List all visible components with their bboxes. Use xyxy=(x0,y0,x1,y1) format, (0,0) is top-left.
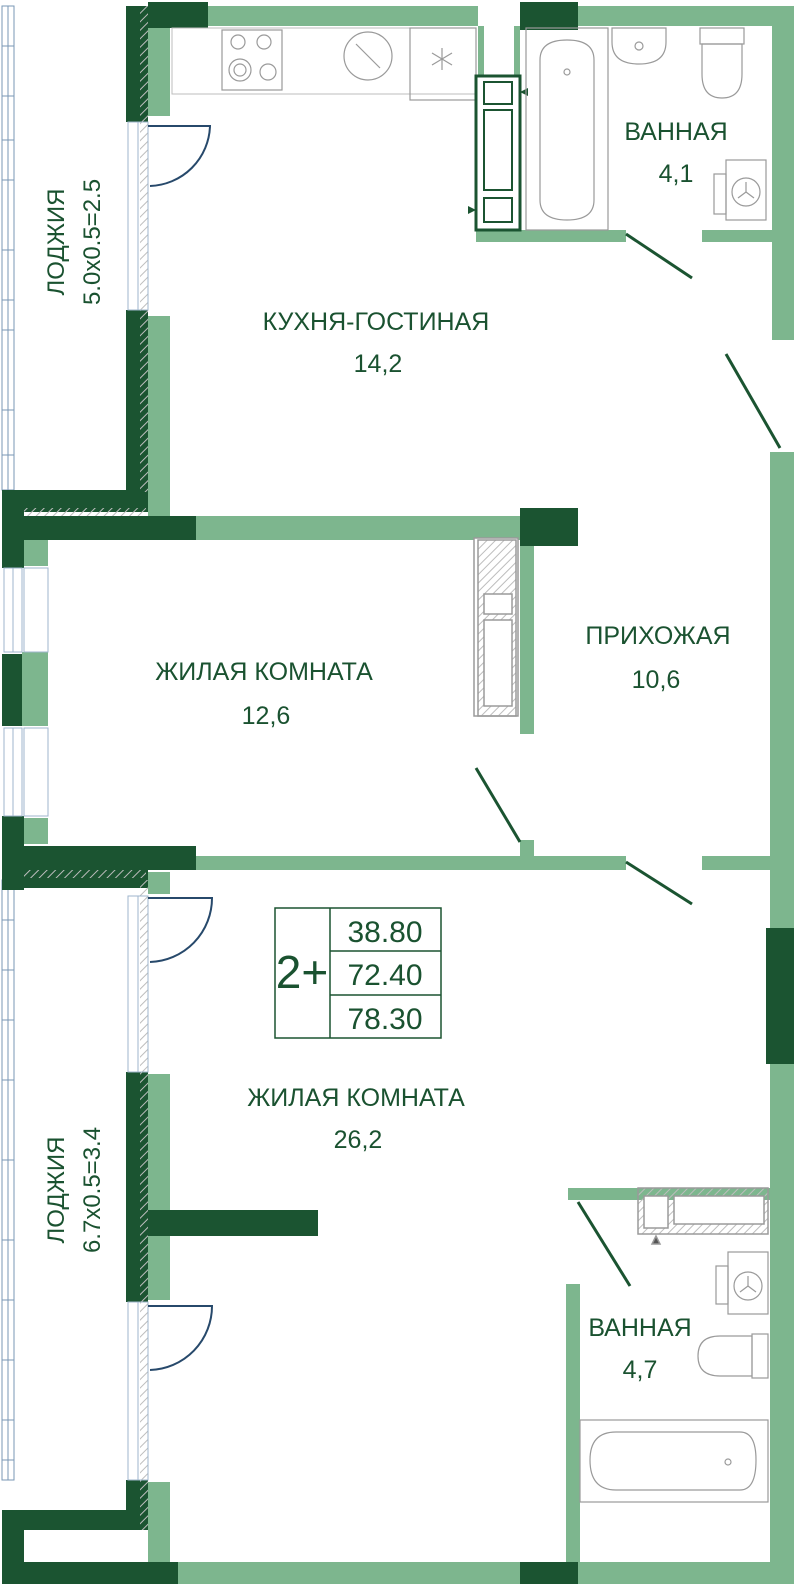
washing-machine-icon xyxy=(713,159,767,221)
walls-light xyxy=(22,6,794,1584)
loggia-bottom-name: ЛОДЖИЯ xyxy=(43,1137,70,1244)
toilet-icon xyxy=(699,27,745,99)
sink-icon xyxy=(611,27,667,65)
loggia-top-size: 5.0x0.5=2.5 xyxy=(79,179,106,305)
insulation-hatch xyxy=(24,870,146,878)
bath-top-name: ВАННАЯ xyxy=(624,118,727,146)
loggia-top xyxy=(1,5,15,491)
area-table: 2+ 38.80 72.40 78.30 xyxy=(274,907,442,1039)
bathtub-icon xyxy=(579,1419,769,1503)
stove-icon xyxy=(221,29,283,91)
balcony-door-frames xyxy=(3,121,149,1481)
radiator-icon xyxy=(473,537,519,717)
interior-doors xyxy=(474,232,782,1287)
hall-name: ПРИХОЖАЯ xyxy=(585,622,730,650)
insulation-hatch xyxy=(140,6,148,492)
bath-bottom-area: 4,7 xyxy=(623,1356,658,1384)
bath-bottom-name: ВАННАЯ xyxy=(588,1314,691,1342)
living-area: 26,2 xyxy=(334,1126,383,1154)
loggia-bottom-size: 6.7x0.5=3.4 xyxy=(79,1127,106,1253)
bedroom-area: 12,6 xyxy=(242,702,291,730)
kitchen-counter xyxy=(171,27,477,95)
insulation-hatch xyxy=(24,508,146,516)
snowflake-icon xyxy=(409,27,477,101)
kitchen-area: 14,2 xyxy=(354,350,403,378)
total-area-value: 72.40 xyxy=(347,959,422,992)
living-area-value: 38.80 xyxy=(347,916,422,949)
washing-machine-icon xyxy=(715,1251,769,1315)
loggia-top-name: ЛОДЖИЯ xyxy=(43,189,70,296)
bathtub-icon xyxy=(525,27,609,231)
sink-icon xyxy=(343,31,393,81)
rooms-count: 2+ xyxy=(276,946,328,998)
radiator-icon xyxy=(637,1187,769,1245)
bath-top-area: 4,1 xyxy=(659,160,694,188)
kitchen-name: КУХНЯ-ГОСТИНАЯ xyxy=(263,308,490,336)
total-with-loggia-value: 78.30 xyxy=(347,1003,422,1036)
door-swings xyxy=(148,125,214,1371)
radiator-icon xyxy=(468,74,528,232)
loggia-bottom xyxy=(1,879,15,1481)
bedroom-name: ЖИЛАЯ КОМНАТА xyxy=(155,658,373,686)
insulation-hatch xyxy=(140,880,148,1530)
hall-area: 10,6 xyxy=(632,666,681,694)
living-name: ЖИЛАЯ КОМНАТА xyxy=(247,1084,465,1112)
toilet-icon xyxy=(697,1333,769,1379)
